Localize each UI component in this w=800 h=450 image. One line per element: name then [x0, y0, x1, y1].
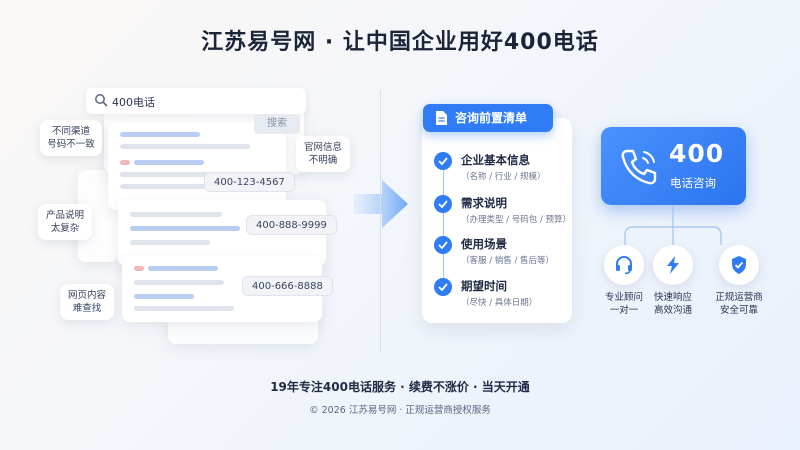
footer-copyright: © 2026 江苏易号网 · 正规运营商授权服务 — [309, 405, 491, 416]
footer-tagline: 19年专注400电话服务 · 续费不涨价 · 当天开通 — [270, 380, 530, 394]
feature-consultant: 专业顾问一对一 — [589, 245, 659, 317]
pain-point-bubble: 产品说明太复杂 — [38, 204, 92, 240]
search-query[interactable]: 400电话 — [112, 96, 155, 109]
phone-number-chip: 400-666-8888 — [242, 276, 333, 296]
feature-fast-response: 快速响应高效沟通 — [638, 245, 708, 317]
pain-point-bubble: 网页内容难查找 — [60, 284, 114, 320]
section-divider — [380, 90, 381, 352]
check-icon — [434, 278, 452, 296]
check-icon — [434, 195, 452, 213]
search-button[interactable]: 搜索 — [254, 114, 300, 134]
check-icon — [434, 236, 452, 254]
lightning-icon — [667, 256, 679, 274]
connector-lines — [624, 205, 722, 245]
checklist-timeline — [443, 168, 444, 286]
phone-number-chip: 400-123-4567 — [204, 172, 295, 192]
result-card — [108, 122, 286, 210]
phone-400-tile[interactable]: 400 电话咨询 — [601, 127, 746, 205]
document-icon — [436, 111, 447, 125]
phone-number-chip: 400-888-9999 — [246, 215, 337, 235]
pain-point-bubble: 官网信息不明确 — [296, 136, 350, 172]
right-arrow-icon — [354, 180, 408, 228]
pain-point-bubble: 不同渠道号码不一致 — [40, 120, 102, 156]
search-icon — [95, 94, 108, 107]
search-bar: 400电话 搜索 — [86, 88, 306, 134]
page-title: 江苏易号网 · 让中国企业用好400电话 — [201, 30, 599, 55]
checklist-title: 咨询前置清单 — [455, 111, 528, 125]
check-icon — [434, 152, 452, 170]
tile-label: 电话咨询 — [670, 176, 716, 190]
shield-check-icon — [732, 256, 746, 274]
feature-secure: 正规运营商安全可靠 — [704, 245, 774, 317]
headset-icon — [616, 255, 632, 275]
checklist-header: 咨询前置清单 — [423, 104, 553, 132]
tile-number: 400 — [669, 139, 725, 168]
phone-icon — [621, 149, 657, 185]
